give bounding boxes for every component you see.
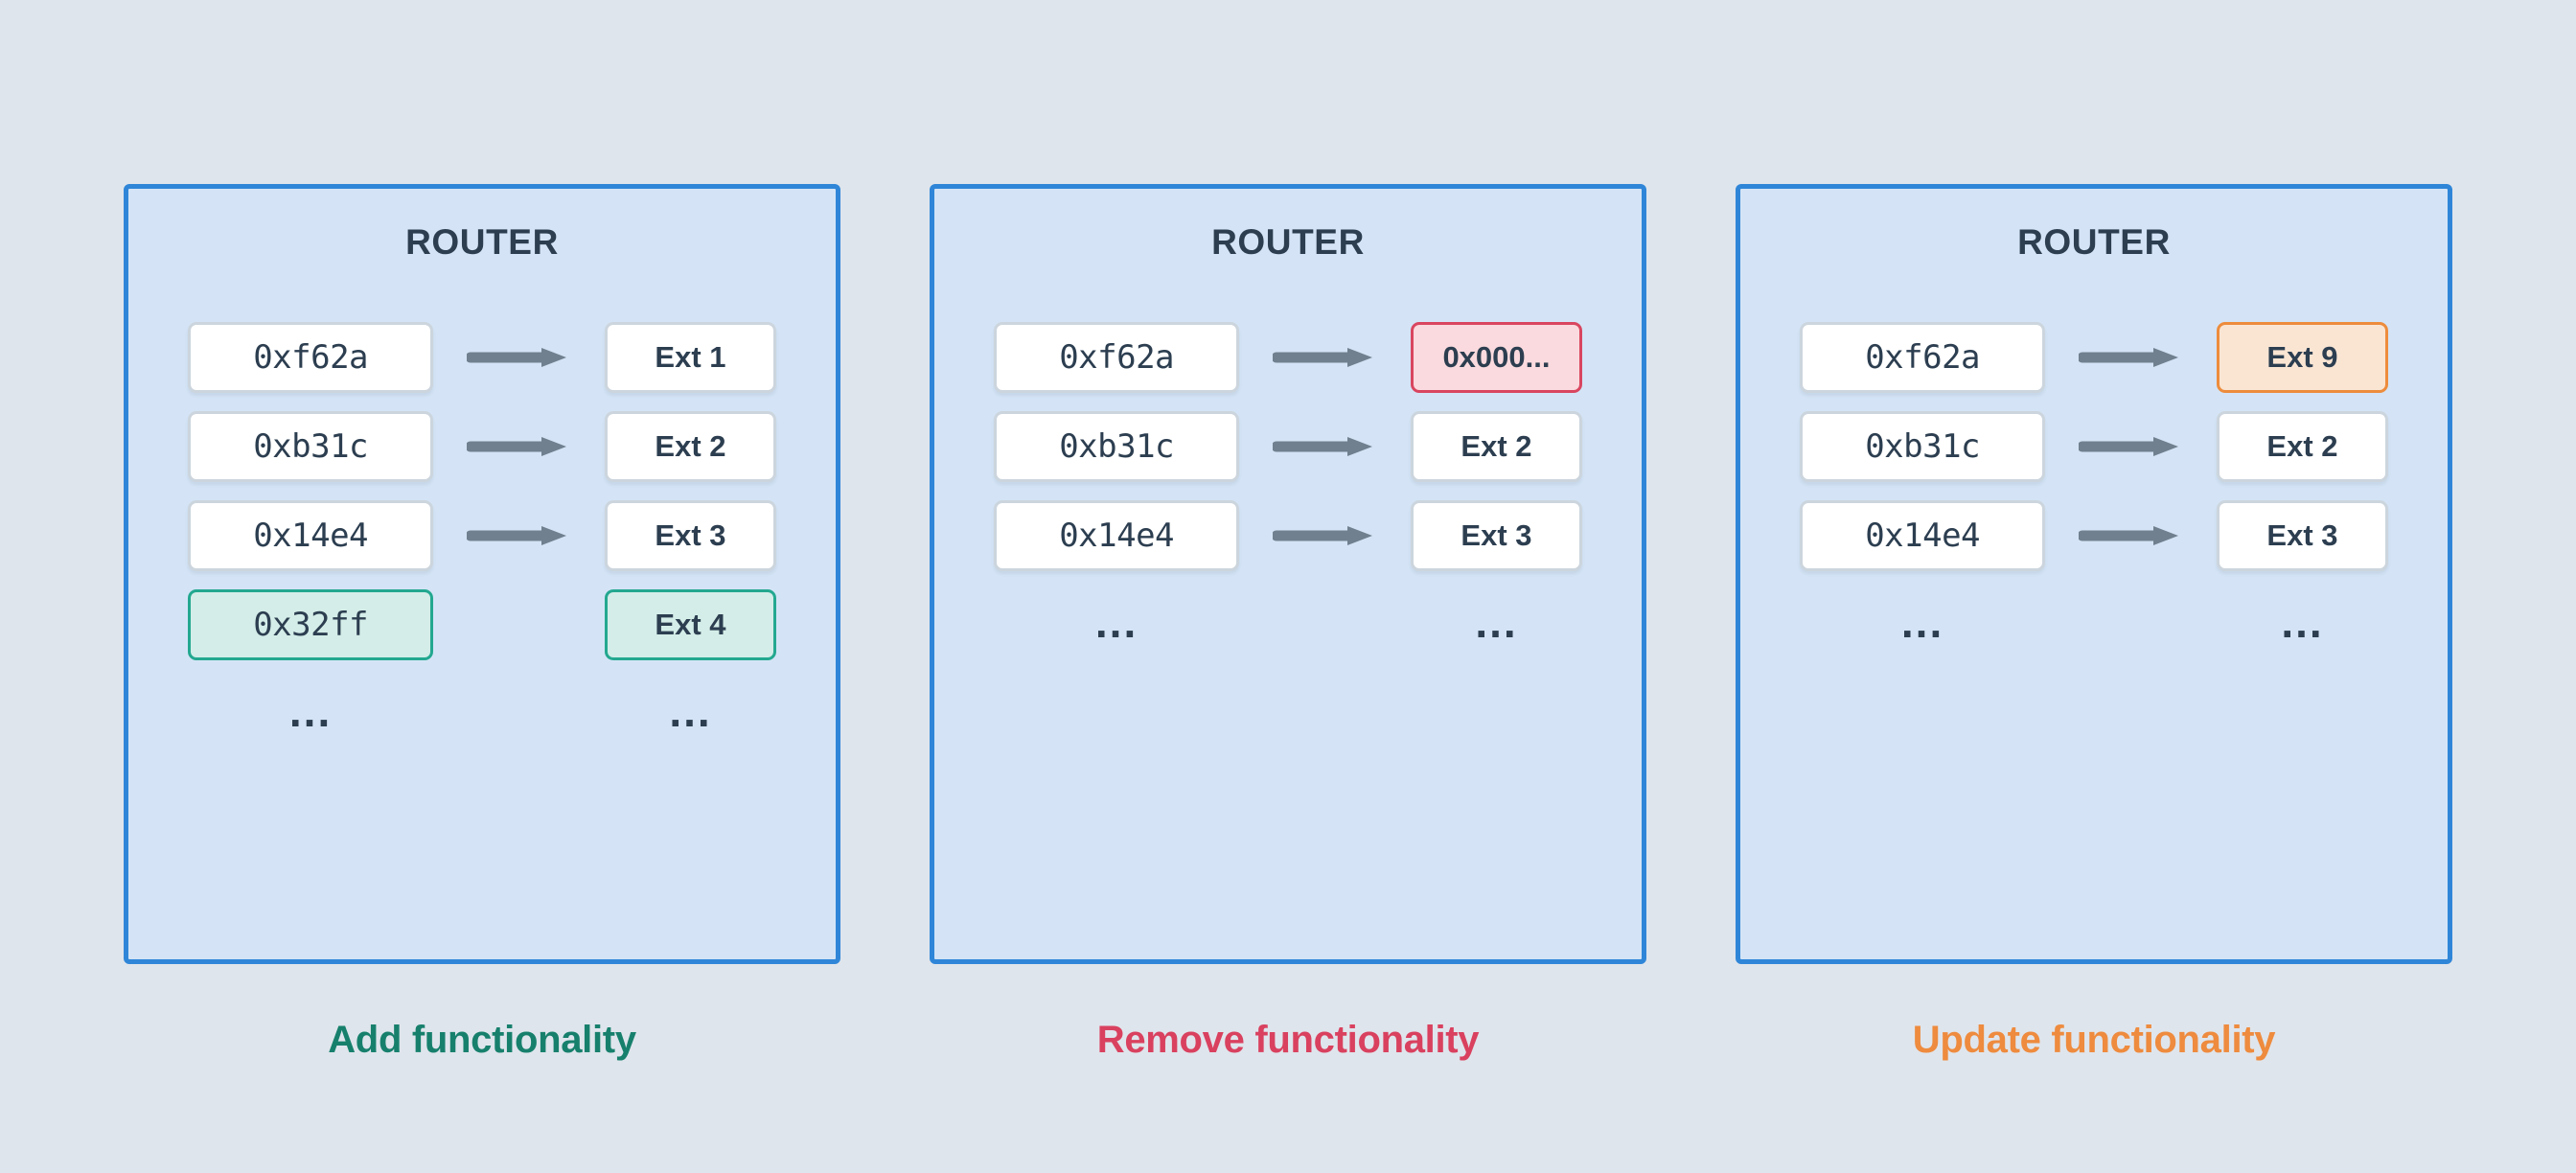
- routing-row: 0xb31c Ext 2: [994, 411, 1582, 482]
- selector-box[interactable]: 0x14e4: [994, 500, 1240, 571]
- target-box-removed[interactable]: 0x000...: [1410, 322, 1582, 393]
- arrow-icon: [1239, 434, 1411, 459]
- ellipsis-row: ... ...: [934, 600, 1642, 644]
- ellipsis-spacer: [433, 689, 605, 733]
- selector-box[interactable]: 0x14e4: [1800, 500, 2046, 571]
- routing-row: 0xb31c Ext 2: [188, 411, 776, 482]
- target-box-updated[interactable]: Ext 9: [2216, 322, 2388, 393]
- panel-caption-remove: Remove functionality: [1096, 1019, 1480, 1061]
- router-panel-add: ROUTER 0xf62a Ext 1 0xb31c Ext 2: [124, 184, 840, 964]
- arrow-icon: [1239, 523, 1411, 548]
- panel-caption-add: Add functionality: [328, 1019, 636, 1061]
- routing-row: 0x14e4 Ext 3: [1800, 500, 2388, 571]
- selector-box[interactable]: 0xb31c: [1800, 411, 2046, 482]
- selector-box[interactable]: 0xb31c: [994, 411, 1240, 482]
- arrow-icon: [1239, 345, 1411, 370]
- ellipsis-row: ... ...: [1740, 600, 2448, 644]
- target-box[interactable]: Ext 1: [604, 322, 776, 393]
- target-box[interactable]: Ext 2: [2216, 411, 2388, 482]
- ellipsis-row: ... ...: [128, 689, 836, 733]
- selector-box[interactable]: 0xf62a: [994, 322, 1240, 393]
- selector-box-added[interactable]: 0x32ff: [188, 589, 434, 660]
- selector-ellipsis: ...: [1094, 597, 1138, 647]
- target-box[interactable]: Ext 3: [2216, 500, 2388, 571]
- ellipsis-spacer: [2045, 600, 2217, 644]
- routing-row: 0x14e4 Ext 3: [994, 500, 1582, 571]
- routing-rows: 0xf62a Ext 9 0xb31c Ext 2 0x14e4: [1740, 322, 2448, 571]
- target-box[interactable]: Ext 3: [604, 500, 776, 571]
- ellipsis-spacer: [1239, 600, 1411, 644]
- target-box-added[interactable]: Ext 4: [604, 589, 776, 660]
- target-ellipsis: ...: [2281, 597, 2324, 647]
- router-panel-remove: ROUTER 0xf62a 0x000... 0xb31c Ext 2: [930, 184, 1646, 964]
- selector-box[interactable]: 0xf62a: [188, 322, 434, 393]
- selector-ellipsis: ...: [1900, 597, 1944, 647]
- arrow-icon: [433, 434, 605, 459]
- router-title: ROUTER: [405, 222, 559, 262]
- panel-caption-update: Update functionality: [1912, 1019, 2276, 1061]
- router-title: ROUTER: [2017, 222, 2171, 262]
- routing-row-removed: 0xf62a 0x000...: [994, 322, 1582, 393]
- arrow-icon: [433, 345, 605, 370]
- routing-row: 0x14e4 Ext 3: [188, 500, 776, 571]
- routing-row: 0xf62a Ext 1: [188, 322, 776, 393]
- selector-ellipsis: ...: [288, 686, 333, 736]
- target-box[interactable]: Ext 2: [1410, 411, 1582, 482]
- arrow-icon: [2045, 434, 2217, 459]
- target-box[interactable]: Ext 2: [604, 411, 776, 482]
- panel-column-update: ROUTER 0xf62a Ext 9 0xb31c Ext 2: [1736, 184, 2452, 1062]
- selector-box[interactable]: 0xb31c: [188, 411, 434, 482]
- target-box[interactable]: Ext 3: [1410, 500, 1582, 571]
- routing-row: 0xb31c Ext 2: [1800, 411, 2388, 482]
- arrow-icon: [2045, 523, 2217, 548]
- target-ellipsis: ...: [669, 686, 712, 736]
- routing-row-updated: 0xf62a Ext 9: [1800, 322, 2388, 393]
- panel-column-remove: ROUTER 0xf62a 0x000... 0xb31c Ext 2: [930, 184, 1646, 1062]
- arrow-icon: [2045, 345, 2217, 370]
- routing-rows: 0xf62a Ext 1 0xb31c Ext 2 0x14e4: [128, 322, 836, 660]
- arrow-icon-placeholder: [433, 612, 605, 637]
- router-panel-update: ROUTER 0xf62a Ext 9 0xb31c Ext 2: [1736, 184, 2452, 964]
- target-ellipsis: ...: [1475, 597, 1518, 647]
- panel-column-add: ROUTER 0xf62a Ext 1 0xb31c Ext 2: [124, 184, 840, 1062]
- selector-box[interactable]: 0x14e4: [188, 500, 434, 571]
- router-title: ROUTER: [1211, 222, 1365, 262]
- routing-row-added: 0x32ff Ext 4: [188, 589, 776, 660]
- routing-rows: 0xf62a 0x000... 0xb31c Ext 2 0x14e4: [934, 322, 1642, 571]
- selector-box[interactable]: 0xf62a: [1800, 322, 2046, 393]
- arrow-icon: [433, 523, 605, 548]
